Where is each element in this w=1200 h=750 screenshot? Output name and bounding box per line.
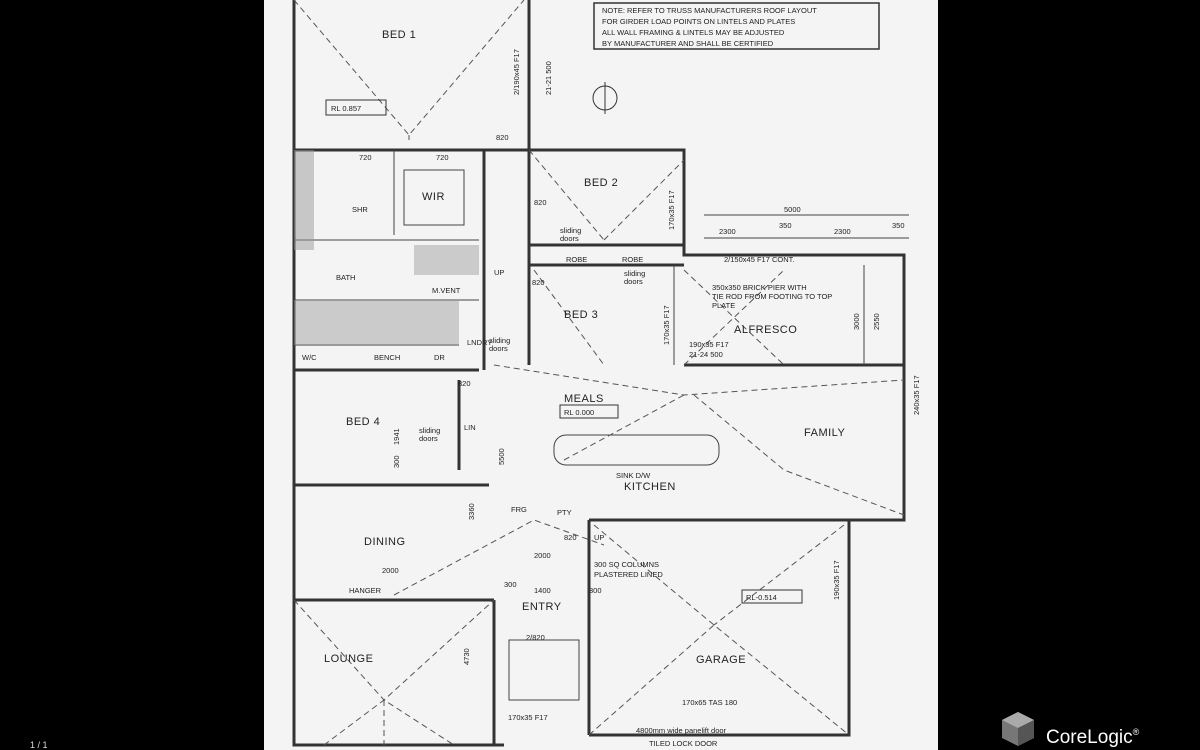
- dimension: 1400: [534, 586, 551, 595]
- sliding-doors: sliding: [560, 226, 581, 235]
- mvent-label: M.VENT: [432, 286, 461, 295]
- room-label: BENCH: [374, 353, 400, 362]
- sliding-doors: doors: [624, 277, 643, 286]
- tiled-areas: [294, 150, 479, 345]
- room-label: FRG: [511, 505, 527, 514]
- note-text: TIE ROD FROM FOOTING TO TOP: [712, 292, 832, 301]
- floor-plan: NOTE: REFER TO TRUSS MANUFACTURERS ROOF …: [264, 0, 938, 750]
- room-label: DINING: [364, 536, 406, 548]
- corelogic-cube-icon: [1002, 712, 1034, 746]
- room-label: BED 4: [346, 416, 380, 428]
- lintel-label: 170x35 F17: [667, 190, 676, 230]
- floor-plan-drawing: NOTE: REFER TO TRUSS MANUFACTURERS ROOF …: [292, 0, 921, 748]
- lintel-label: 190x35 F17: [832, 560, 841, 600]
- room-label: ALFRESCO: [734, 324, 797, 336]
- logo-registered: ®: [1132, 727, 1140, 737]
- room-label: KITCHEN: [624, 481, 676, 493]
- dimension: 350: [779, 221, 792, 230]
- sliding-doors: doors: [489, 344, 508, 353]
- lintel-label: 21-21 500: [544, 61, 553, 95]
- tiled-label: TILED LOCK DOOR: [649, 739, 718, 748]
- door-width: 820: [534, 198, 547, 207]
- note-box: [593, 2, 880, 50]
- door-width: 720: [359, 153, 372, 162]
- lintel-label: 170x35 F17: [508, 713, 548, 722]
- note-text: PLATE: [712, 301, 735, 310]
- sliding-doors: doors: [419, 434, 438, 443]
- dimension: 300: [589, 586, 602, 595]
- note-line-2: FOR GIRDER LOAD POINTS ON LINTELS AND PL…: [602, 17, 795, 26]
- room-label: MEALS: [564, 393, 604, 405]
- beam-label: 21-24 500: [689, 350, 723, 359]
- room-label: BED 2: [584, 177, 618, 189]
- note-text: 350x350 BRICK PIER WITH: [712, 283, 807, 292]
- room-label: DR: [434, 353, 445, 362]
- door-width: 820: [564, 533, 577, 542]
- beam-label: 190x35 F17: [689, 340, 729, 349]
- room-label: BED 3: [564, 309, 598, 321]
- door-width: 820: [496, 133, 509, 142]
- room-label: LOUNGE: [324, 653, 373, 665]
- sliding-doors: doors: [560, 234, 579, 243]
- note-line-4: BY MANUFACTURER AND SHALL BE CERTIFIED: [602, 39, 774, 48]
- rl-label: RL-0.514: [746, 593, 777, 602]
- dimension: 2000: [534, 551, 551, 560]
- lintel-label: 170x35 F17: [662, 305, 671, 345]
- corelogic-wordmark: CoreLogic®: [1046, 727, 1139, 749]
- dimension: 4730: [462, 648, 471, 665]
- room-label: BED 1: [382, 29, 416, 41]
- rl-label: RL 0.000: [564, 408, 594, 417]
- dimension: 5000: [784, 205, 801, 214]
- room-label: LNDRY: [467, 338, 492, 347]
- page-counter: 1 / 1: [30, 740, 48, 750]
- walls: [292, 0, 906, 747]
- dimension: 5500: [497, 448, 506, 465]
- door-label: 4800mm wide panelift door: [636, 726, 727, 735]
- room-label: ENTRY: [522, 601, 562, 613]
- door-width: 820: [532, 278, 545, 287]
- dimension: 350: [892, 221, 905, 230]
- room-label: WIR: [422, 191, 445, 203]
- columns-note: 300 SQ COLUMNS: [594, 560, 659, 569]
- room-label: SHR: [352, 205, 368, 214]
- sliding-doors: sliding: [624, 269, 645, 278]
- door-width: 820: [458, 379, 471, 388]
- lintel-label: 2/150x45 F17 CONT.: [724, 255, 794, 264]
- sliding-doors: sliding: [419, 426, 440, 435]
- hanger-label: HANGER: [349, 586, 382, 595]
- stair-up: UP: [594, 533, 604, 542]
- dimension: 2/820: [526, 633, 545, 642]
- door-width: 720: [436, 153, 449, 162]
- lintel-label: 2/190x45 F17: [512, 49, 521, 95]
- roof-lines: [293, 0, 905, 746]
- dimension: 2000: [382, 566, 399, 575]
- room-label: ROBE: [566, 255, 587, 264]
- dimension: 2300: [834, 227, 851, 236]
- dimension: 300: [392, 455, 401, 468]
- room-label: BATH: [336, 273, 355, 282]
- dimension: 300: [504, 580, 517, 589]
- sliding-doors: sliding: [489, 336, 510, 345]
- logo-name: CoreLogic: [1046, 727, 1133, 748]
- dimension: 3000: [852, 313, 861, 330]
- room-label: PTY: [557, 508, 572, 517]
- corelogic-logo: [1002, 712, 1034, 746]
- room-label: FAMILY: [804, 427, 845, 439]
- room-label: W/C: [302, 353, 317, 362]
- stair-up: UP: [494, 268, 504, 277]
- dimension: 2300: [719, 227, 736, 236]
- room-label: ROBE: [622, 255, 643, 264]
- rl-label: RL 0.857: [331, 104, 361, 113]
- beam-label: 170x65 TAS 180: [682, 698, 737, 707]
- sink-label: SINK D/W: [616, 471, 651, 480]
- dimension: 3360: [467, 503, 476, 520]
- dimension: 1941: [392, 428, 401, 445]
- room-label: GARAGE: [696, 654, 746, 666]
- note-line-3: ALL WALL FRAMING & LINTELS MAY BE ADJUST…: [602, 28, 785, 37]
- lintel-label: 240x35 F17: [912, 375, 921, 415]
- room-label: LIN: [464, 423, 476, 432]
- note-line-1: NOTE: REFER TO TRUSS MANUFACTURERS ROOF …: [602, 6, 817, 15]
- columns-note: PLASTERED LINED: [594, 570, 663, 579]
- dimension: 2550: [872, 313, 881, 330]
